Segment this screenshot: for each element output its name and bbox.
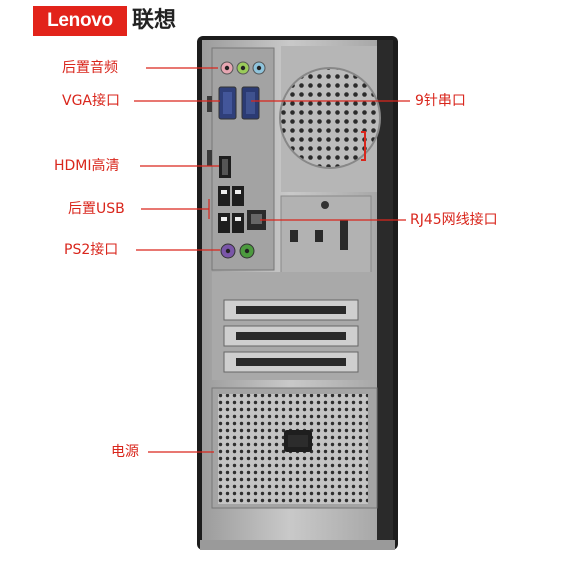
rj45-connector (247, 210, 266, 230)
mid-panel (280, 195, 372, 275)
audio-jacks (220, 61, 266, 75)
leader-lines (134, 67, 410, 453)
ps2-connectors (220, 243, 255, 259)
label-hdmi: HDMI高清 (54, 158, 120, 174)
lenovo-logo-text: Lenovo (47, 10, 113, 31)
label-ps2-port: PS2接口 (64, 242, 119, 258)
lenovo-logo-cn: 联想 (132, 8, 177, 33)
io-shield (207, 47, 275, 271)
label-rear-audio: 后置音频 (62, 60, 118, 76)
hdmi-connector (219, 156, 231, 178)
expansion-slots (212, 272, 372, 380)
label-vga-port: VGA接口 (62, 93, 121, 109)
label-serial-port: 9针串口 (415, 93, 466, 109)
label-power: 电源 (111, 444, 139, 460)
serial-connector (241, 86, 260, 120)
fan-grill (279, 46, 381, 192)
label-rj45-port: RJ45网线接口 (410, 212, 498, 228)
usb-connectors (218, 186, 244, 233)
label-rear-usb: 后置USB (68, 201, 125, 217)
lenovo-logo: Lenovo (33, 6, 127, 36)
power-supply (211, 387, 378, 509)
vga-connector (218, 86, 237, 120)
